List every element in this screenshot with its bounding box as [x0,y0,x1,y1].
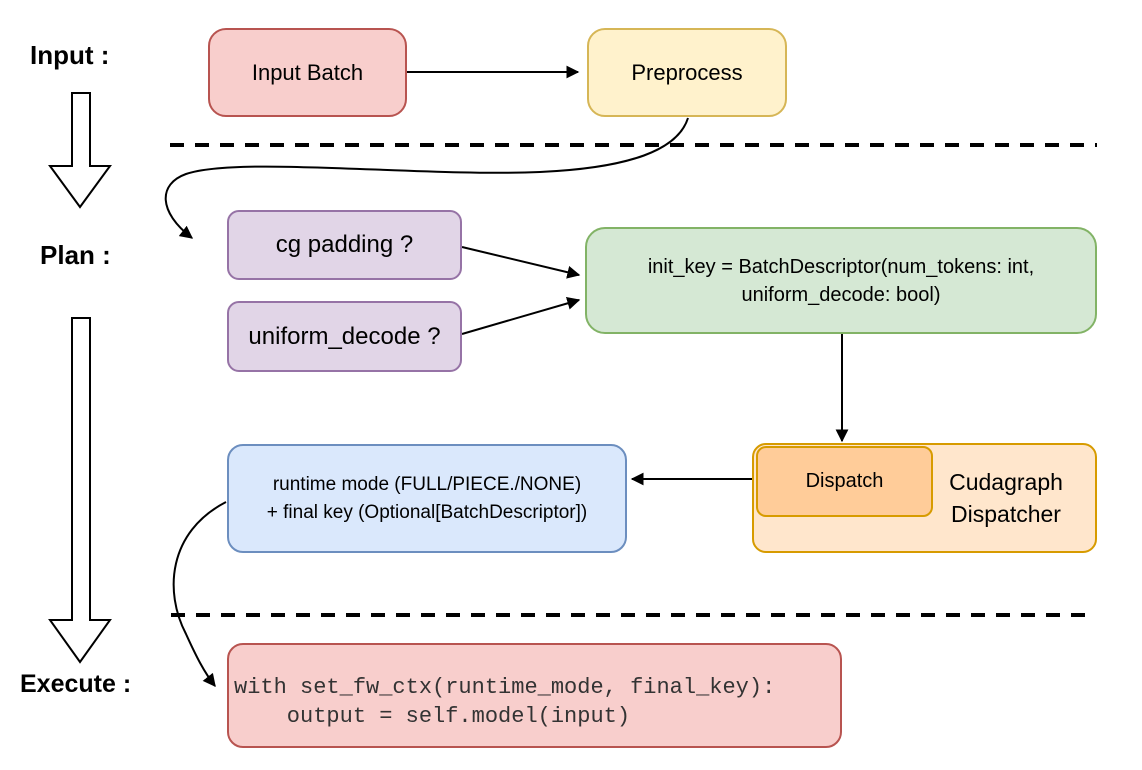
node-init-key-label: init_key = BatchDescriptor(num_tokens: i… [647,255,1035,306]
node-cg-padding: cg padding ? [227,210,462,280]
node-cg-padding-label: cg padding ? [275,231,414,258]
node-dispatch: Dispatch [756,446,933,517]
arrow-uniform-decode-to-init-key [461,297,581,335]
node-preprocess: Preprocess [587,28,787,117]
stage-arrow-input-to-plan [48,92,112,209]
node-uniform-decode-label: uniform_decode ? [248,322,441,350]
stage-arrow-plan-to-execute [48,317,112,664]
node-dispatch-label: Dispatch [805,470,884,492]
node-init-key: init_key = BatchDescriptor(num_tokens: i… [585,227,1097,334]
node-uniform-decode: uniform_decode ? [227,301,462,372]
node-input-batch-label: Input Batch [251,59,364,85]
stage-label-execute: Execute : [20,670,132,698]
arrow-cg-padding-to-init-key [461,246,581,279]
node-execute-code: with set_fw_ctx(runtime_mode, final_key)… [227,643,842,748]
node-cudagraph-dispatcher-label: Cudagraph Dispatcher [949,468,1063,527]
node-input-batch: Input Batch [208,28,407,117]
stage-label-input: Input : [30,40,110,70]
arrow-preprocess-to-cg-padding [164,117,689,239]
node-preprocess-label: Preprocess [631,59,743,85]
stage-label-plan: Plan : [40,240,111,270]
node-execute-code-label: with set_fw_ctx(runtime_mode, final_key)… [234,674,776,729]
node-runtime-mode: runtime mode (FULL/PIECE./NONE) + final … [227,444,627,553]
arrow-runtime-mode-to-execute-code [172,501,227,688]
node-runtime-mode-label: runtime mode (FULL/PIECE./NONE) + final … [266,473,588,523]
